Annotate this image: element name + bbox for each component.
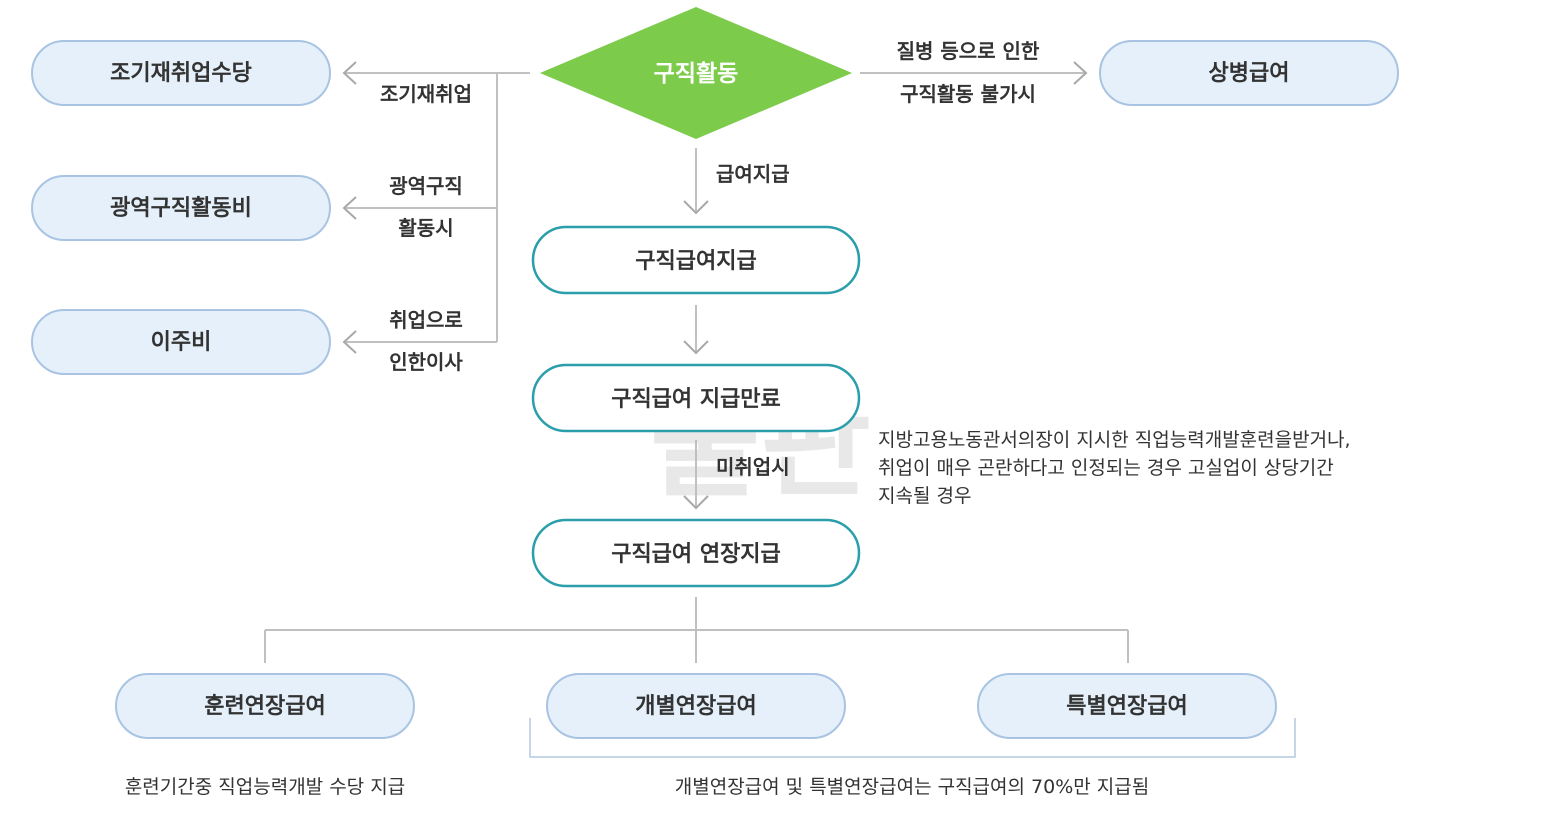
- extension-note-line3: 지속될 경우: [878, 485, 971, 507]
- relocation-node: 이주비: [31, 309, 331, 375]
- main-flow-connectors: [683, 148, 709, 510]
- wide-area-condition-line2: 활동시: [398, 216, 453, 240]
- right-branch-connector: [860, 61, 1088, 85]
- individual-special-note: 개별연장급여 및 특별연장급여는 구직급여의 70%만 지급됨: [675, 776, 1149, 798]
- relocation-condition-line2: 인한이사: [389, 350, 463, 374]
- payment-condition: 급여지급: [716, 162, 790, 186]
- extension-note-line1: 지방고용노동관서의장이 지시한 직업능력개발훈련을받거나,: [878, 429, 1351, 451]
- job-seeking-benefit-label: 구직급여지급: [635, 249, 756, 274]
- individual-extension-label: 개별연장급여: [635, 694, 756, 719]
- early-reemployment-node: 조기재취업수당: [31, 40, 331, 106]
- relocation-label: 이주비: [151, 330, 212, 355]
- start-label: 구직활동: [654, 61, 739, 87]
- start-node: 구직활동: [540, 7, 852, 139]
- sickness-condition-line2: 구직활동 불가시: [900, 82, 1036, 106]
- extension-connectors: [264, 597, 1129, 663]
- individual-extension-node: 개별연장급여: [546, 673, 846, 739]
- early-reemployment-label: 조기재취업수당: [110, 61, 252, 86]
- special-extension-node: 특별연장급여: [977, 673, 1277, 739]
- wide-area-job-search-node: 광역구직활동비: [31, 175, 331, 241]
- early-reemployment-condition: 조기재취업: [380, 82, 472, 106]
- left-branch-connectors: [342, 61, 530, 354]
- extension-note-line2: 취업이 매우 곤란하다고 인정되는 경우 고실업이 상당기간: [878, 457, 1334, 479]
- relocation-condition-line1: 취업으로: [389, 308, 463, 332]
- job-seeking-benefit-node: 구직급여지급: [531, 225, 861, 295]
- bracket: [529, 718, 1296, 758]
- benefit-expiry-label: 구직급여 지급만료: [611, 387, 781, 412]
- wide-area-condition-line1: 광역구직: [389, 174, 463, 198]
- extended-benefit-node: 구직급여 연장지급: [531, 518, 861, 588]
- training-note: 훈련기간중 직업능력개발 수당 지급: [125, 776, 405, 798]
- benefit-expiry-node: 구직급여 지급만료: [531, 363, 861, 433]
- unemployed-condition: 미취업시: [716, 455, 790, 479]
- special-extension-label: 특별연장급여: [1066, 694, 1187, 719]
- extended-benefit-label: 구직급여 연장지급: [611, 542, 781, 567]
- sickness-condition-line1: 질병 등으로 인한: [897, 39, 1040, 63]
- start-diamond: [540, 7, 852, 139]
- sickness-benefit-node: 상병급여: [1099, 40, 1399, 106]
- training-extension-label: 훈련연장급여: [204, 694, 325, 719]
- training-extension-node: 훈련연장급여: [115, 673, 415, 739]
- wide-area-job-search-label: 광역구직활동비: [110, 196, 252, 221]
- sickness-benefit-label: 상병급여: [1209, 61, 1290, 86]
